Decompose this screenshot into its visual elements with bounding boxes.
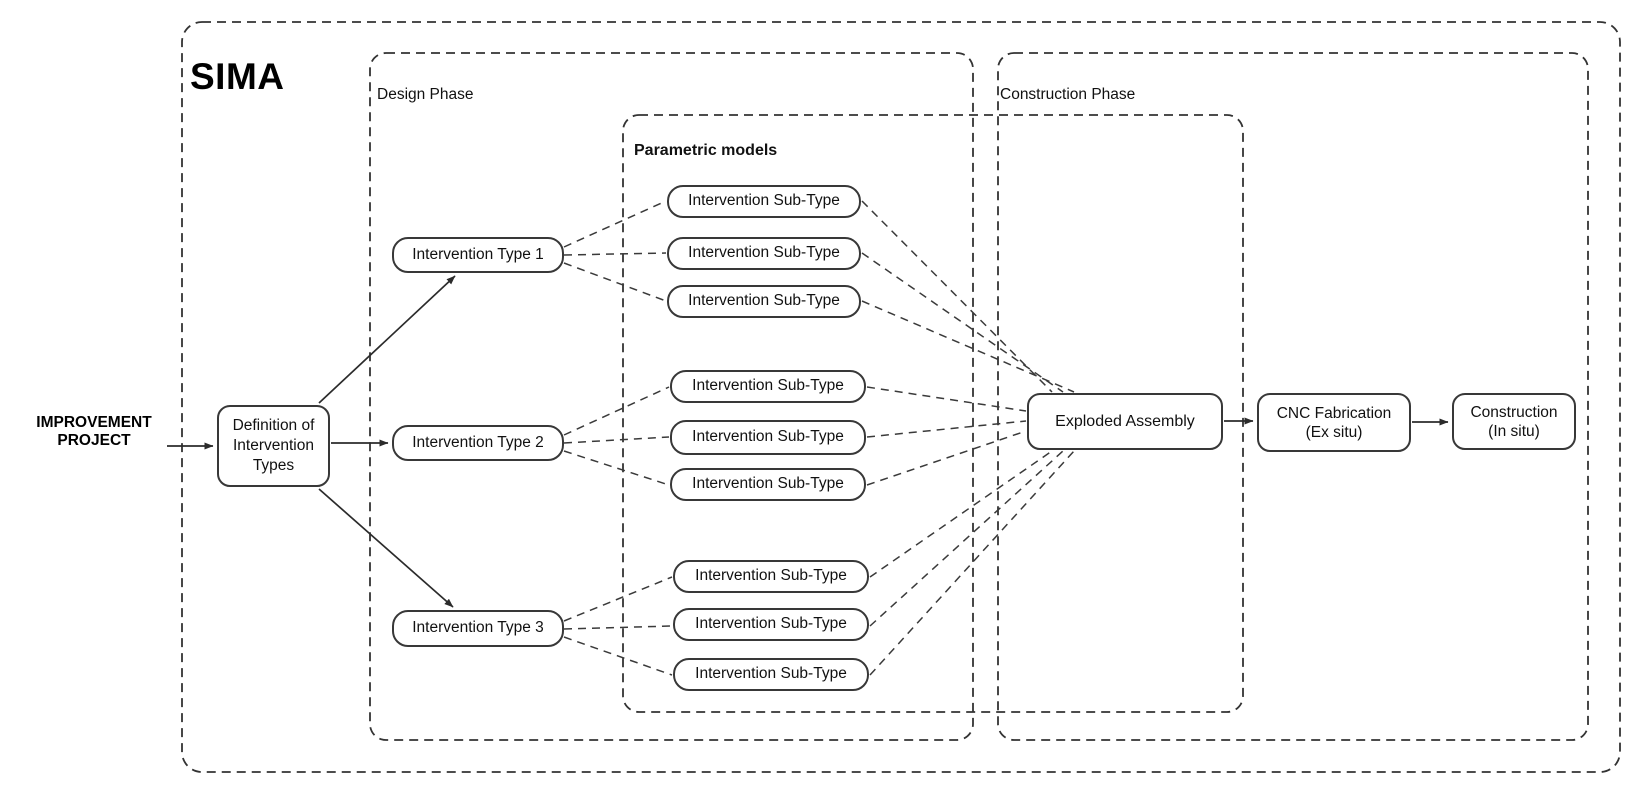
node-sub-type-1a: Intervention Sub-Type (667, 185, 861, 218)
node-cnc-fabrication: CNC Fabrication (Ex situ) (1257, 393, 1411, 452)
dashed-connectors (563, 200, 1075, 676)
cnc-line1: CNC Fabrication (1276, 404, 1392, 422)
sub-type-label: Intervention Sub-Type (695, 567, 847, 585)
definition-line2: Intervention (233, 437, 314, 454)
exploded-assembly-label: Exploded Assembly (1055, 412, 1195, 430)
node-exploded-assembly: Exploded Assembly (1027, 393, 1223, 450)
sub-type-label: Intervention Sub-Type (688, 192, 840, 210)
design-phase-label: Design Phase (377, 86, 474, 103)
type1-label: Intervention Type 1 (412, 245, 544, 263)
sub-type-label: Intervention Sub-Type (695, 665, 847, 683)
sub-type-label: Intervention Sub-Type (692, 475, 844, 493)
construction-phase-label: Construction Phase (1000, 86, 1136, 103)
construction-phase-border (997, 52, 1589, 741)
sub-type-label: Intervention Sub-Type (688, 244, 840, 262)
definition-line3: Types (252, 457, 295, 474)
parametric-models-border (622, 114, 1244, 713)
sub-type-label: Intervention Sub-Type (692, 428, 844, 446)
solid-arrows (167, 275, 1449, 608)
construction-line2: (In situ) (1488, 422, 1540, 440)
node-definition-of-intervention-types: Definition of Intervention Types (217, 405, 330, 487)
arrow-definition-to-type1 (318, 275, 456, 404)
parametric-models-label: Parametric models (634, 142, 778, 159)
node-sub-type-2c: Intervention Sub-Type (670, 468, 866, 501)
improvement-project-line1: IMPROVEMENT (36, 414, 152, 431)
definition-line1: Definition of (232, 417, 315, 434)
improvement-project-line2: PROJECT (57, 432, 131, 449)
node-sub-type-3c: Intervention Sub-Type (673, 658, 869, 691)
construction-line1: Construction (1470, 403, 1558, 421)
node-construction-in-situ: Construction (In situ) (1452, 393, 1576, 450)
node-intervention-type-2: Intervention Type 2 (392, 425, 564, 461)
node-sub-type-3b: Intervention Sub-Type (673, 608, 869, 641)
node-sub-type-1b: Intervention Sub-Type (667, 237, 861, 270)
node-intervention-type-1: Intervention Type 1 (392, 237, 564, 273)
cnc-line2: (Ex situ) (1305, 423, 1363, 441)
type2-label: Intervention Type 2 (412, 433, 544, 451)
arrow-definition-to-type3 (318, 488, 454, 608)
node-sub-type-3a: Intervention Sub-Type (673, 560, 869, 593)
type3-label: Intervention Type 3 (412, 619, 544, 637)
sub-type-label: Intervention Sub-Type (695, 615, 847, 633)
node-sub-type-2a: Intervention Sub-Type (670, 370, 866, 403)
sima-container-border (181, 21, 1621, 773)
improvement-project-label: IMPROVEMENT PROJECT (18, 414, 170, 450)
node-sub-type-2b: Intervention Sub-Type (670, 420, 866, 455)
design-phase-border (369, 52, 974, 741)
sub-type-label: Intervention Sub-Type (692, 377, 844, 395)
node-sub-type-1c: Intervention Sub-Type (667, 285, 861, 318)
sima-title: SIMA (190, 56, 285, 97)
sub-type-label: Intervention Sub-Type (688, 292, 840, 310)
node-intervention-type-3: Intervention Type 3 (392, 610, 564, 647)
